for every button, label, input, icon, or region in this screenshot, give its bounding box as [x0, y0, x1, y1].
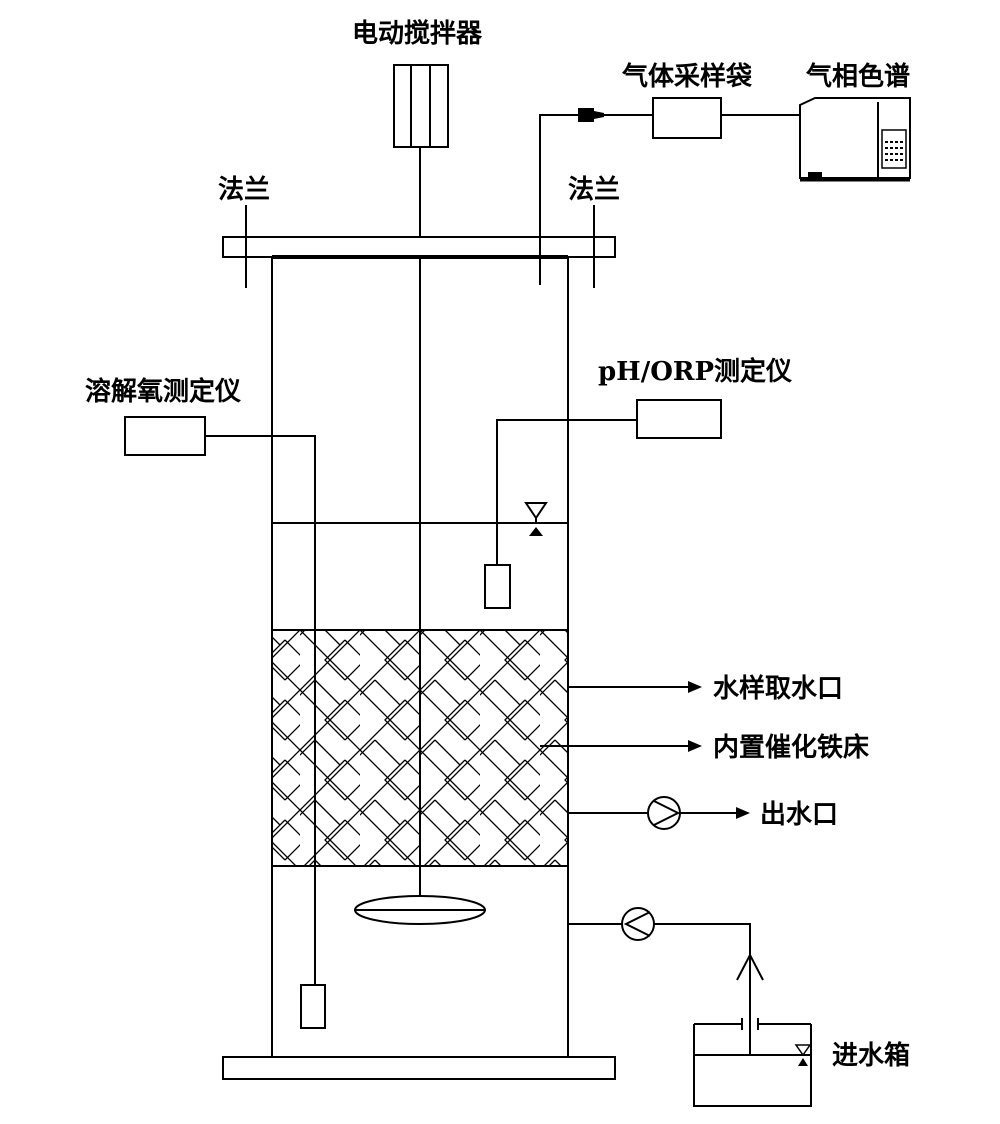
ph-orp-probe: [484, 564, 511, 609]
inlet-pipe: [654, 923, 751, 1055]
pump-icon: [647, 796, 681, 830]
stirrer-label: 电动搅拌器: [352, 18, 483, 49]
gas-outlet-tube: [539, 114, 578, 285]
iron-bed-label: 内置催化铁床: [713, 732, 869, 763]
water-level-triangle-icon: [794, 1044, 812, 1066]
do-probe: [300, 984, 326, 1029]
bottom-base-plate: [222, 1056, 616, 1080]
do-meter-label: 溶解氧测定仪: [85, 376, 242, 407]
stirrer-motor: [393, 64, 449, 148]
flange-label-right: 法兰: [568, 175, 620, 205]
outlet-label: 出水口: [760, 800, 838, 830]
inlet-tank: [693, 1018, 812, 1107]
gas-sampling-bag: [652, 97, 722, 139]
gas-connector-icon: [578, 108, 604, 122]
water-level-triangle-icon: [524, 502, 548, 536]
gas-bag-label: 气体采样袋: [621, 61, 753, 92]
ph-orp-probe-cable: [496, 419, 637, 565]
do-meter-box: [124, 416, 206, 456]
flange-label-left: 法兰: [218, 175, 270, 205]
gc-label: 气相色谱: [805, 61, 910, 92]
ph-orp-meter-box: [636, 399, 722, 439]
top-flange-plate: [222, 236, 616, 258]
gas-chromatograph-icon: [799, 97, 911, 182]
ph-orp-meter-label: pH/ORP测定仪: [598, 356, 793, 387]
pump-icon: [621, 907, 655, 941]
flow-direction-icon: [736, 952, 764, 981]
inlet-tank-label: 进水箱: [832, 1040, 910, 1071]
sampling-port-label: 水样取水口: [713, 673, 843, 704]
